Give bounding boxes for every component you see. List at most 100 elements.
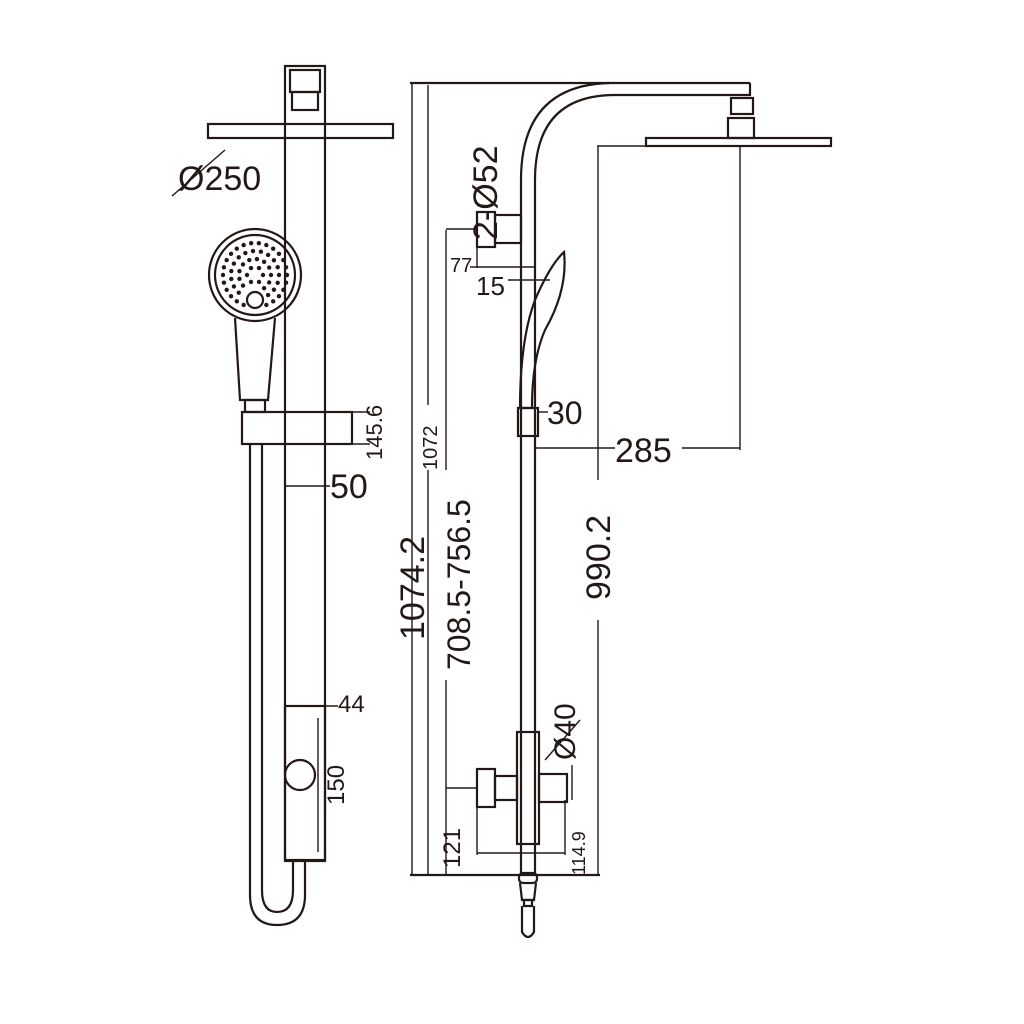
nozzle-dot: [275, 280, 280, 285]
nozzle-dot: [271, 258, 277, 263]
mixer-wall-flange: [475, 767, 497, 809]
nozzle-dot: [241, 242, 246, 248]
nozzle-dot: [266, 265, 272, 270]
nozzle-dot: [248, 279, 254, 285]
front-view: Ø250 145.6 50 44 150: [171, 64, 395, 927]
nozzle-dot: [248, 241, 254, 246]
nozzle-dot: [258, 249, 264, 254]
nozzle-dot: [231, 261, 237, 266]
nozzle-dot: [221, 280, 227, 285]
nozzle-dot: [264, 302, 269, 308]
nozzle-dot: [271, 287, 277, 292]
nozzle-dot: [237, 276, 242, 282]
nozzle-dot: [237, 268, 242, 274]
nozzle-dot: [220, 272, 226, 278]
nozzle-dot: [283, 280, 289, 285]
nozzle-dot: [221, 265, 227, 270]
hose-nut: [517, 871, 539, 885]
mixer-knob: [283, 758, 317, 792]
bracket-arm: [493, 213, 523, 245]
nozzle-dot: [275, 265, 280, 270]
dim-mixer-depth: 114.9: [569, 831, 589, 875]
nozzle-dot: [250, 248, 256, 254]
nozzle-dot: [283, 265, 289, 270]
nozzle-dot: [234, 299, 240, 304]
nozzle-dot: [256, 241, 262, 246]
nozzle-dot: [265, 292, 271, 298]
nozzle-dot: [236, 255, 241, 260]
nozzle-dot: [260, 272, 266, 278]
slide-holder-side: [516, 406, 540, 438]
rain-head: [206, 122, 395, 140]
nozzle-dot: [240, 283, 246, 288]
dim-head-diameter: Ø250: [178, 160, 261, 198]
nozzle-dot: [266, 280, 272, 285]
dim-overall-height: 1074.2: [394, 536, 432, 640]
dim-mixer-diameter: Ø40: [549, 703, 582, 760]
nozzle-dot: [281, 287, 286, 293]
nozzle-dot: [276, 294, 282, 299]
nozzle-dot: [256, 279, 262, 285]
dim-holder-size: 30: [547, 395, 583, 431]
nozzle-dot: [256, 265, 262, 271]
nozzle-dot: [244, 272, 250, 278]
hose-connector: [243, 398, 267, 414]
nozzle-dot: [264, 242, 269, 248]
slide-holder: [240, 410, 354, 446]
hand-shower-side: [518, 249, 566, 410]
side-view: 1074.2 1072 708.5-756.5 121 990.2 285 2-…: [394, 81, 833, 939]
hose-inner: [260, 444, 295, 914]
hose: [248, 444, 307, 927]
nozzle-dot: [224, 287, 229, 293]
dim-bracket-offset: 77: [450, 255, 472, 277]
dim-rail-width: 50: [330, 468, 368, 506]
nozzle-dot: [228, 251, 234, 256]
nozzle-dot: [261, 259, 267, 265]
hand-shower-handle: [233, 317, 277, 402]
swivel-joint: [290, 90, 320, 112]
nozzle-dot: [276, 272, 282, 278]
leader-line: [171, 149, 226, 197]
dim-head-height: 990.2: [580, 515, 618, 600]
arm-joint: [729, 96, 755, 116]
nozzle-dot: [261, 285, 267, 291]
mixer-inlet: [493, 774, 519, 802]
nozzle-dot: [228, 294, 234, 299]
nozzle-dot: [276, 251, 282, 256]
nozzle-dot: [268, 272, 274, 278]
rail: [283, 64, 327, 863]
nozzle-dot: [281, 257, 286, 263]
dim-bracket-gap: 15: [476, 271, 505, 301]
leader-line: [544, 719, 581, 761]
nozzle-dot: [241, 302, 246, 308]
nozzle-dot: [234, 246, 240, 251]
dim-mixer-width: 44: [338, 691, 365, 718]
dim-holder-height: 145.6: [362, 405, 387, 460]
rain-head-side: [644, 136, 833, 148]
nozzle-dot: [248, 265, 254, 271]
riser-pipe-outer: [519, 81, 611, 875]
dim-bottom-offset: 121: [439, 828, 466, 868]
nozzle-dot: [240, 262, 246, 267]
hand-shower-ring: [213, 233, 297, 317]
nozzle-dot: [270, 246, 276, 251]
nozzle-dot: [229, 276, 234, 282]
dim-bracket-diameter: 2-Ø52: [467, 146, 505, 241]
nozzle-dot: [284, 272, 290, 278]
hose-end: [520, 906, 536, 939]
hand-shower-face: [207, 227, 303, 323]
nozzle-dot: [243, 250, 248, 256]
mixer-body: [283, 704, 327, 862]
riser-pipe-inner: [533, 83, 752, 875]
hose-fitting: [518, 882, 538, 902]
nozzle-dot: [265, 252, 271, 258]
nozzle-dot: [231, 284, 237, 289]
nozzle-dot: [236, 290, 241, 295]
mixer-handle: [537, 772, 569, 804]
nozzle-dot: [247, 257, 252, 263]
nozzle-dot: [229, 268, 234, 274]
dim-arm-reach: 285: [615, 432, 672, 470]
dim-mixer-height: 150: [323, 765, 350, 805]
top-connector: [288, 68, 322, 94]
